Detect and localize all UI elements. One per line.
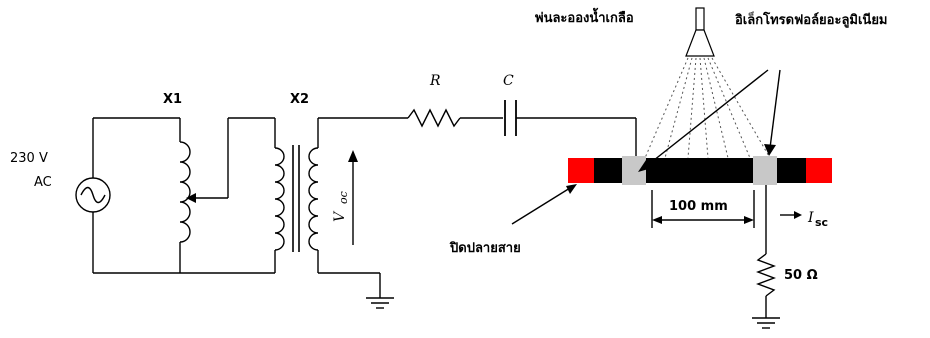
spacing-dimension	[651, 190, 755, 228]
ground-left-icon	[366, 273, 394, 309]
voc-arrow	[348, 150, 358, 245]
electrode-arrows	[638, 69, 781, 172]
foil-electrode-right	[753, 156, 777, 185]
isc-symbol: I	[807, 210, 814, 226]
resistor-label: R	[429, 73, 441, 89]
ac-source	[75, 118, 111, 273]
capacitor-label: C	[503, 73, 514, 89]
supply-type-label: AC	[34, 175, 52, 190]
electrode-label: อิเล็กโทรดฟอล์ยอะลูมิเนียม	[735, 10, 888, 28]
supply-voltage-label: 230 V	[10, 151, 48, 166]
resistor-r	[407, 108, 503, 128]
isc-branch	[752, 185, 802, 329]
voc-symbol: V	[332, 210, 348, 222]
variac-x1	[93, 117, 275, 274]
x1-label: X1	[163, 92, 182, 107]
end-cap-arrow	[511, 184, 577, 225]
end-cap-label: ปิดปลายสาย	[449, 241, 521, 256]
isc-subscript: sc	[815, 216, 828, 229]
load-resistor-label: 50 Ω	[784, 268, 818, 283]
cable-end-left	[568, 158, 594, 183]
x2-label: X2	[290, 92, 309, 107]
salt-spray-label: พ่นละอองน้ำเกลือ	[535, 7, 634, 26]
cable-specimen	[568, 156, 832, 185]
cable-end-right	[806, 158, 832, 183]
capacitor-c	[504, 100, 637, 160]
spacing-label: 100 mm	[669, 199, 728, 214]
transformer-x2	[274, 117, 408, 274]
spray-nozzle-icon	[644, 7, 771, 159]
voc-subscript: oc	[337, 191, 350, 204]
